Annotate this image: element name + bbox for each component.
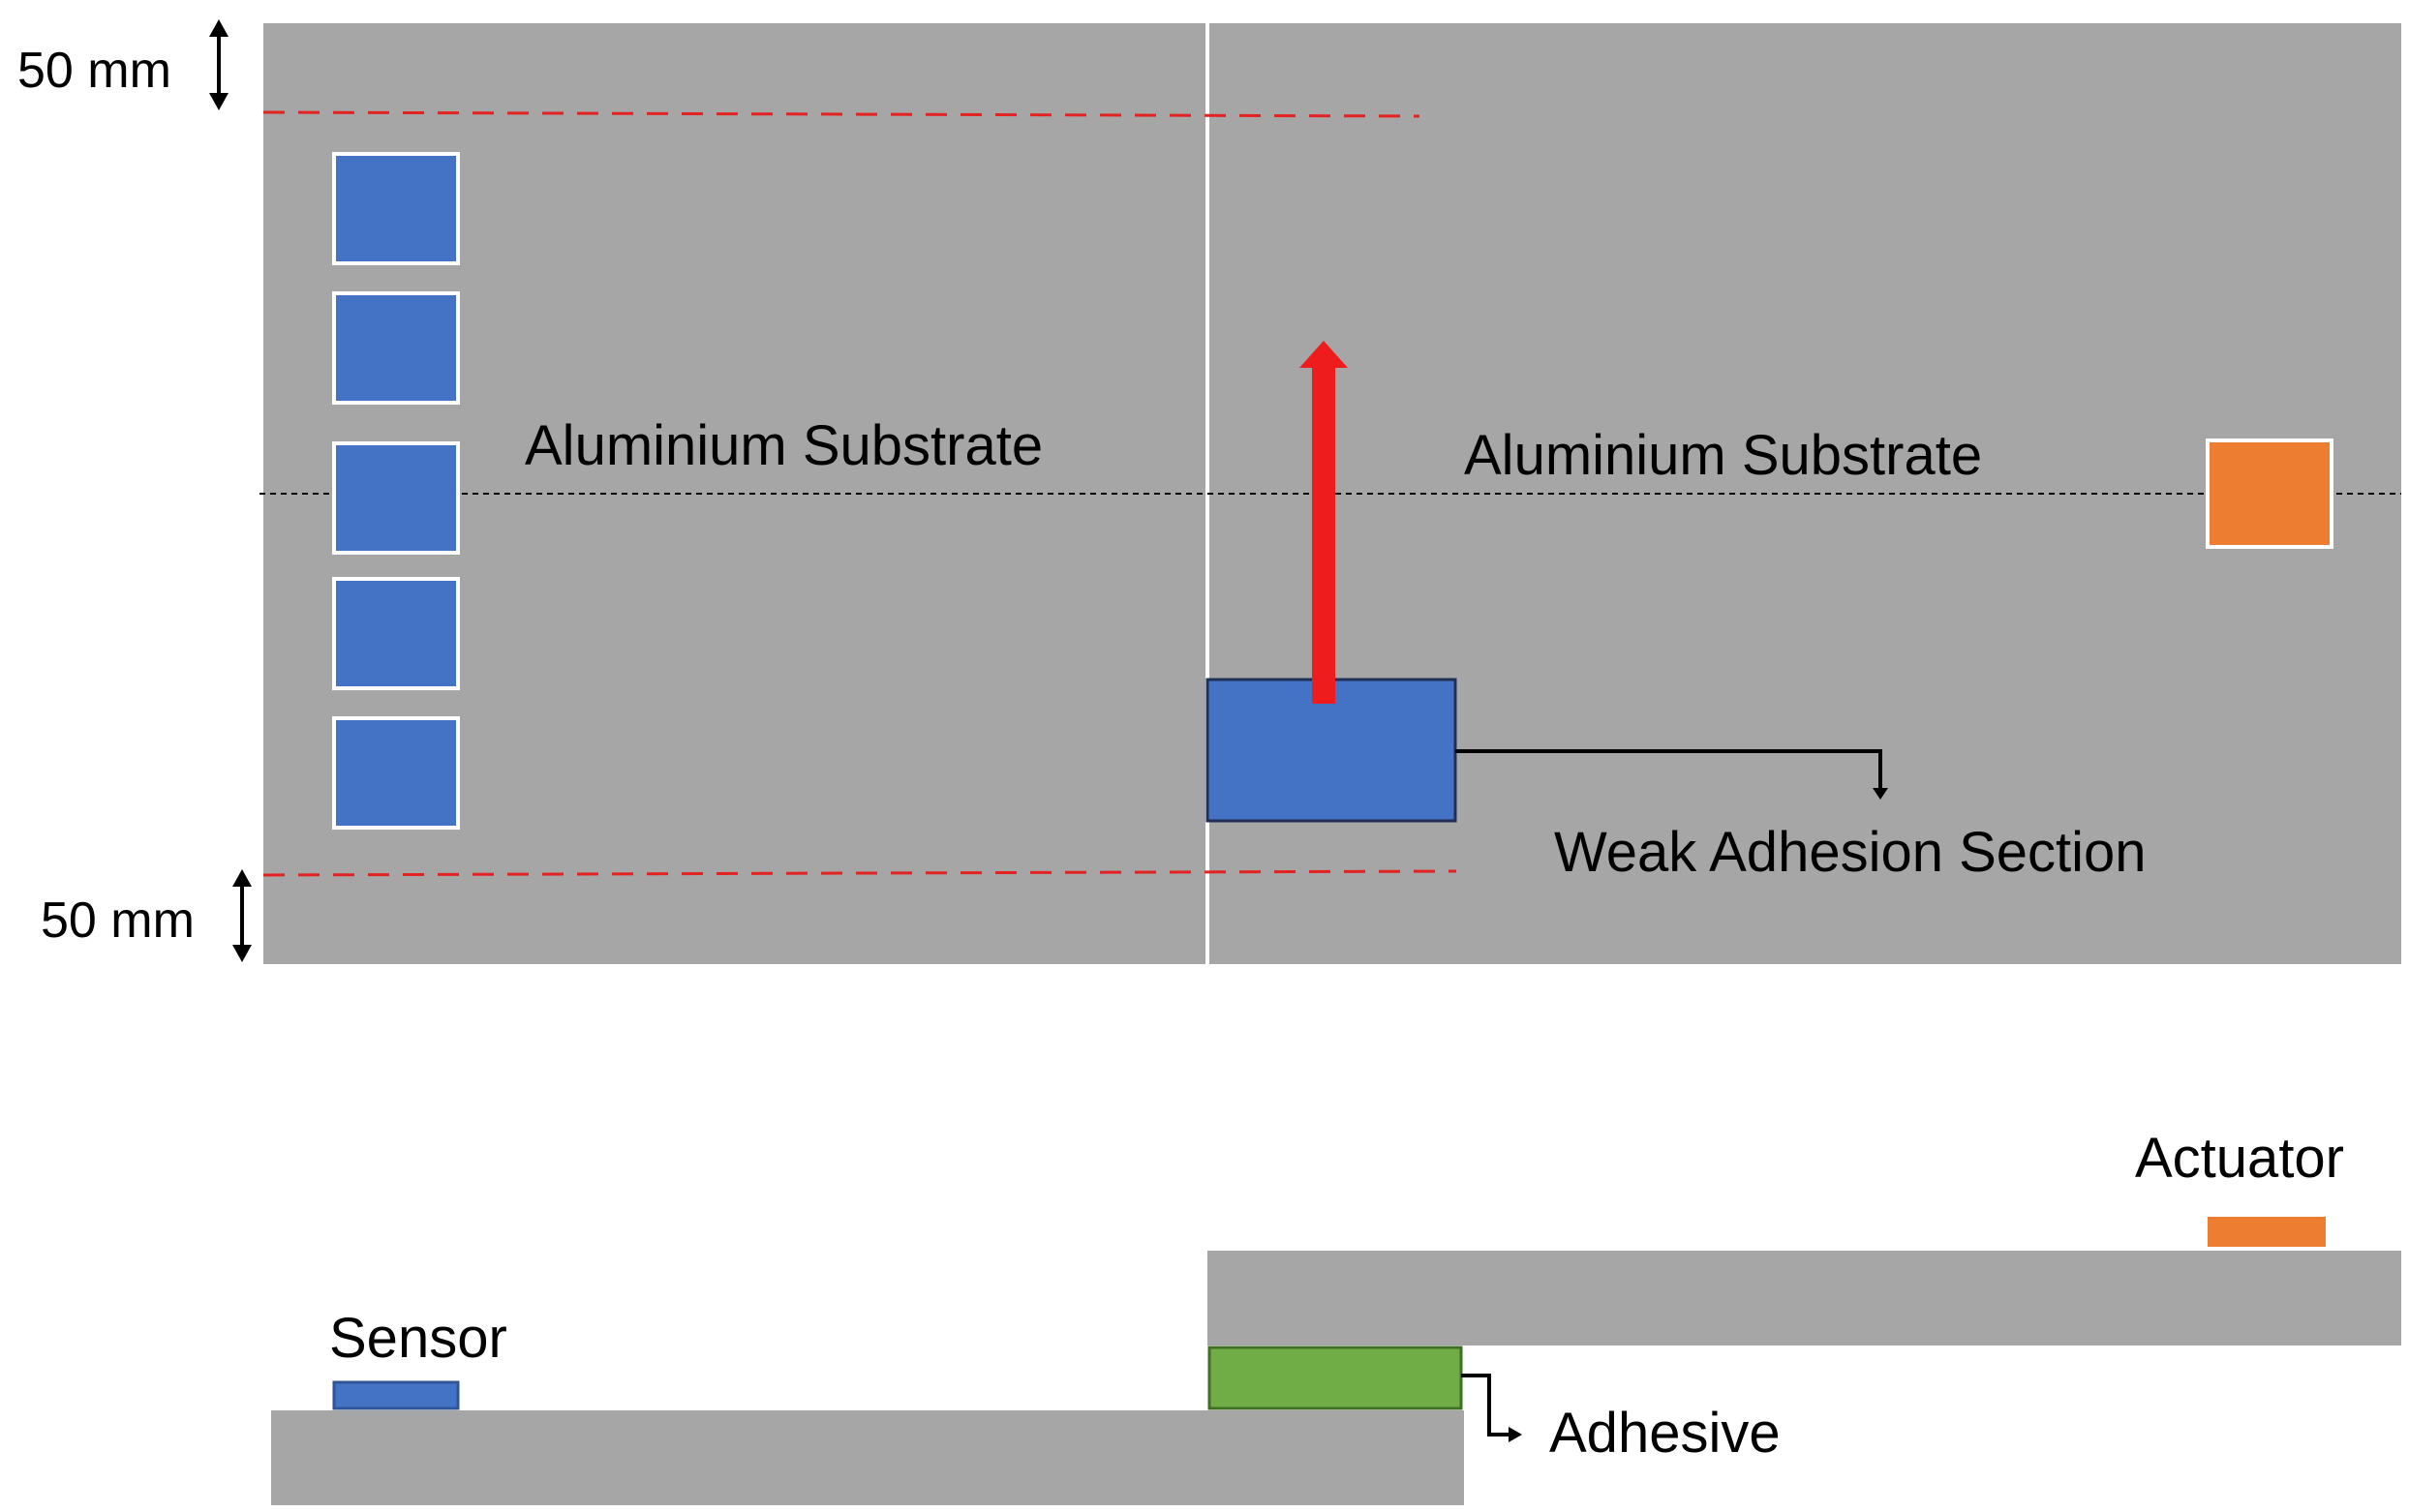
actuator-label: Actuator: [2135, 1127, 2344, 1190]
sensor-square-1: [332, 152, 460, 265]
side-view-actuator: [2208, 1217, 2326, 1247]
top-dimension-arrow: [209, 19, 229, 110]
side-view-lower-substrate: [271, 1410, 1464, 1505]
right-substrate-label: Aluminium Substrate: [1464, 424, 1982, 487]
sensor-label: Sensor: [329, 1307, 507, 1370]
sensor-square-2: [332, 291, 460, 405]
weak-adhesion-leader-head: [1873, 788, 1888, 800]
boundary-dashed-line-top: [262, 110, 1420, 118]
top-dimension-label: 50 mm: [17, 43, 171, 99]
boundary-dashed-line-bottom: [262, 869, 1457, 877]
weak-adhesion-leader: [1455, 749, 1882, 792]
adhesive-label: Adhesive: [1549, 1402, 1781, 1465]
side-view-adhesive: [1207, 1346, 1463, 1410]
sensor-square-4: [332, 577, 460, 690]
adhesive-leader: [1461, 1374, 1510, 1436]
sensor-square-5: [332, 716, 460, 830]
left-substrate-label: Aluminium Substrate: [525, 414, 1043, 477]
load-arrow-shaft: [1312, 368, 1335, 704]
bottom-dimension-label: 50 mm: [41, 892, 195, 949]
side-view-sensor: [332, 1380, 460, 1410]
load-arrow-head: [1299, 341, 1348, 368]
sensor-square-3: [332, 441, 460, 555]
bottom-dimension-arrow: [232, 869, 252, 962]
actuator-square: [2206, 438, 2333, 549]
side-view-upper-substrate: [1207, 1251, 2401, 1346]
weak-adhesion-label: Weak Adhesion Section: [1554, 821, 2147, 884]
adhesive-leader-head: [1509, 1427, 1522, 1442]
